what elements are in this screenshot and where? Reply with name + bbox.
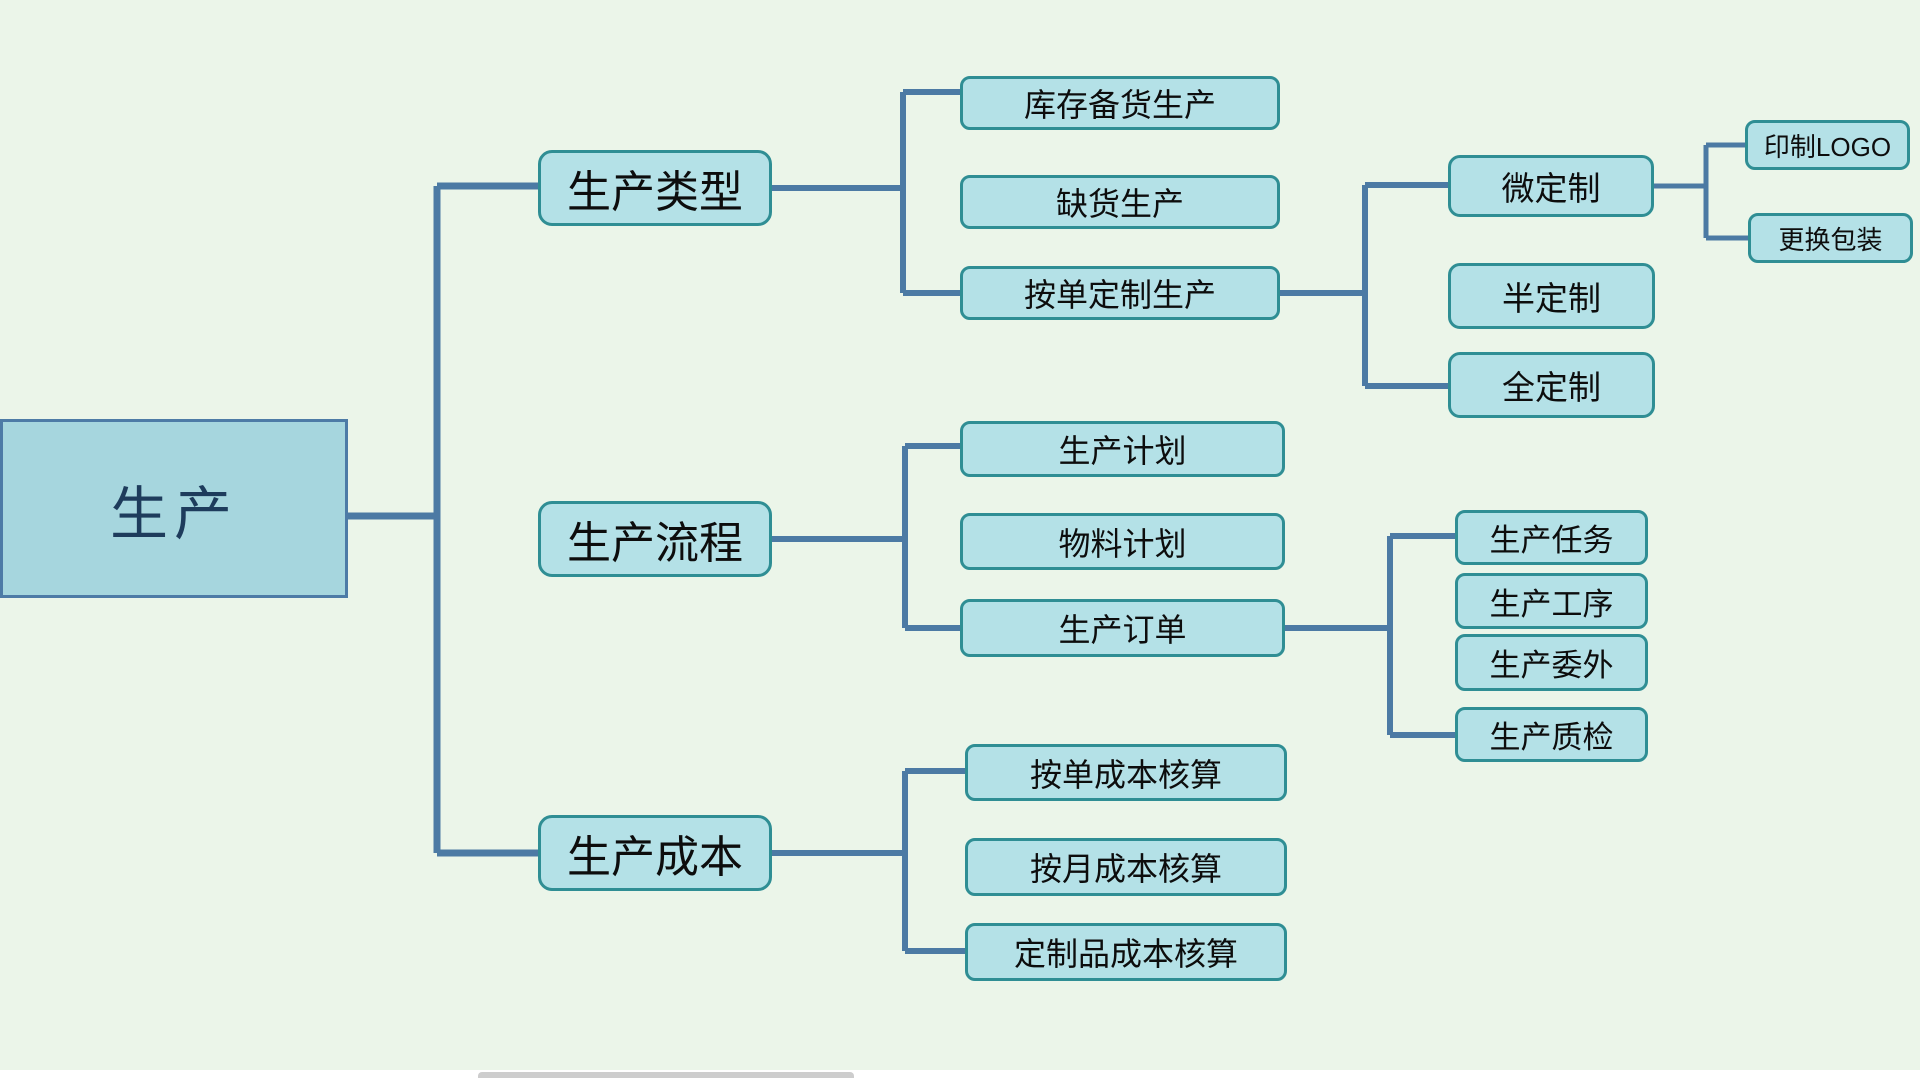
node-root[interactable]: 生产 <box>0 419 348 598</box>
node-production-procedure[interactable]: 生产工序 <box>1455 573 1648 629</box>
node-material-plan[interactable]: 物料计划 <box>960 513 1285 570</box>
connector-production-process-branch <box>772 443 960 631</box>
node-production-task[interactable]: 生产任务 <box>1455 510 1648 565</box>
node-production-type[interactable]: 生产类型 <box>538 150 772 226</box>
connector-production-cost-branch <box>772 768 965 954</box>
node-semi-custom[interactable]: 半定制 <box>1448 263 1655 329</box>
node-production-plan[interactable]: 生产计划 <box>960 421 1285 477</box>
node-shortage-production[interactable]: 缺货生产 <box>960 175 1280 229</box>
node-order-custom-production[interactable]: 按单定制生产 <box>960 266 1280 320</box>
node-change-packaging[interactable]: 更换包装 <box>1748 213 1913 263</box>
connector-production-type-branch <box>772 89 960 296</box>
node-production-process[interactable]: 生产流程 <box>538 501 772 577</box>
bottom-peek-bar <box>478 1072 854 1078</box>
node-production-order[interactable]: 生产订单 <box>960 599 1285 657</box>
connector-root-trunk <box>348 182 538 857</box>
connector-production-order-branch <box>1285 533 1455 738</box>
node-production-outsourcing[interactable]: 生产委外 <box>1455 634 1648 691</box>
node-stock-production[interactable]: 库存备货生产 <box>960 76 1280 130</box>
node-full-custom[interactable]: 全定制 <box>1448 352 1655 418</box>
node-cost-by-order[interactable]: 按单成本核算 <box>965 744 1287 801</box>
node-print-logo[interactable]: 印制LOGO <box>1745 120 1910 170</box>
node-custom-product-cost[interactable]: 定制品成本核算 <box>965 923 1287 981</box>
node-micro-custom[interactable]: 微定制 <box>1448 155 1654 217</box>
connector-micro-custom-branch <box>1654 142 1748 241</box>
node-production-qc[interactable]: 生产质检 <box>1455 707 1648 762</box>
connector-order-custom-branch <box>1280 182 1448 389</box>
bottom-strip <box>0 1070 1920 1080</box>
node-cost-by-month[interactable]: 按月成本核算 <box>965 838 1287 896</box>
node-production-cost[interactable]: 生产成本 <box>538 815 772 891</box>
